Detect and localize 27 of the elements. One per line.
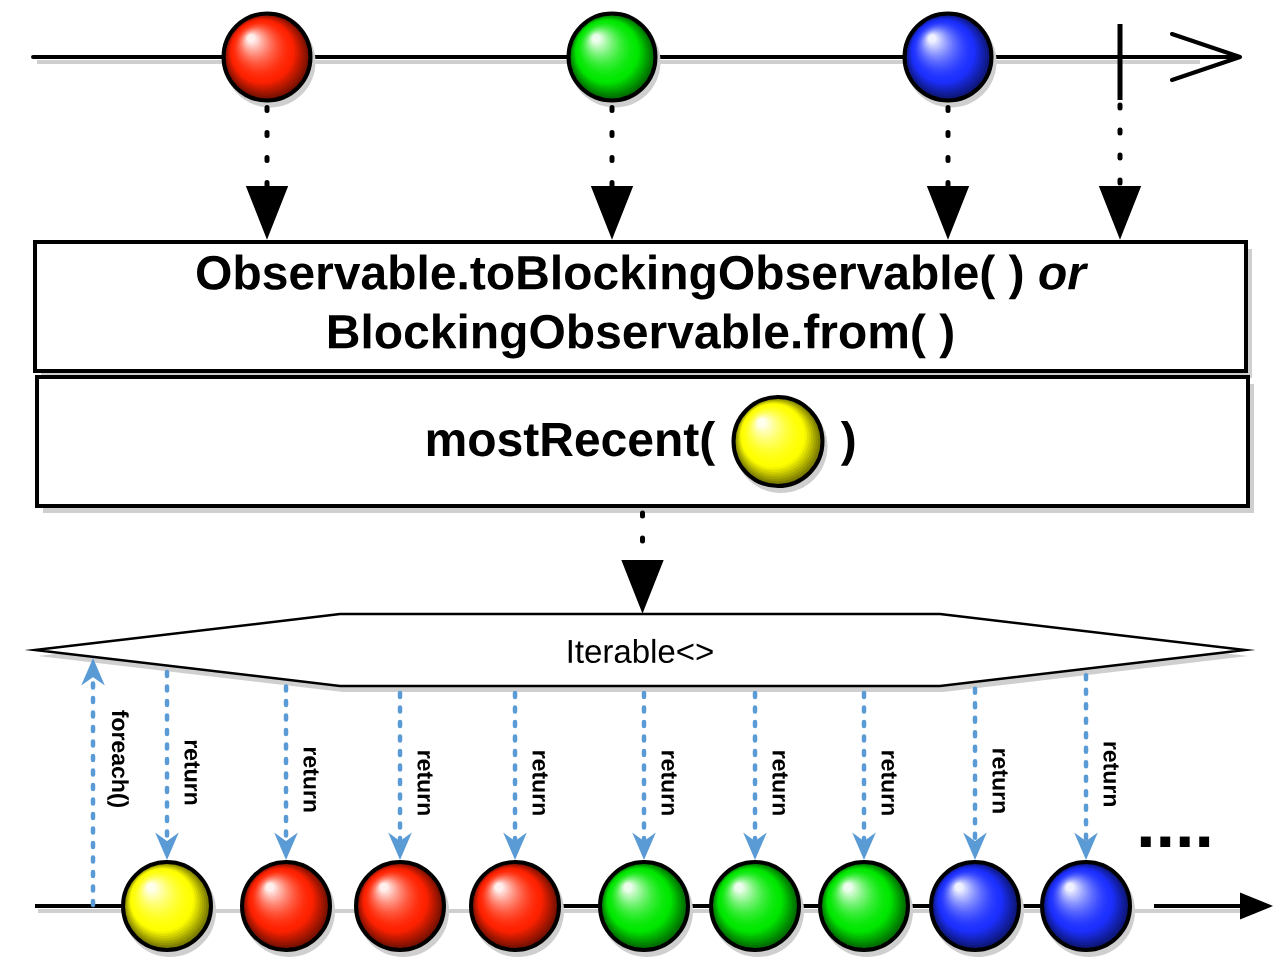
marble bbox=[731, 395, 828, 493]
edge-label: return bbox=[531, 748, 549, 818]
operator-box: Observable.toBlockingObservable( ) or BlockingObservable.from( ) bbox=[33, 240, 1252, 378]
marble bbox=[469, 860, 564, 957]
marble bbox=[598, 860, 693, 957]
edge-label: return bbox=[183, 738, 201, 807]
marble bbox=[709, 860, 804, 957]
marble bbox=[929, 860, 1024, 957]
edge-label: return bbox=[1102, 739, 1120, 809]
marble bbox=[354, 860, 449, 957]
marble bbox=[240, 860, 335, 957]
marble bbox=[818, 860, 913, 957]
operator-box: mostRecent( ) bbox=[35, 375, 1254, 513]
edge-label: return bbox=[660, 748, 678, 818]
ellipsis: .... bbox=[1140, 836, 1210, 847]
edge-label: foreach() bbox=[106, 708, 130, 810]
edge-label: return bbox=[302, 745, 320, 814]
completion-bar bbox=[1117, 24, 1123, 100]
edge-label: return bbox=[771, 748, 789, 818]
marble bbox=[566, 11, 661, 108]
marble bbox=[1040, 860, 1135, 957]
edge-label: return bbox=[416, 748, 434, 818]
marble bbox=[902, 11, 997, 108]
edge-label: return bbox=[880, 748, 898, 818]
marble bbox=[221, 11, 316, 108]
edge-label: return bbox=[991, 746, 1009, 816]
marble bbox=[121, 860, 216, 957]
